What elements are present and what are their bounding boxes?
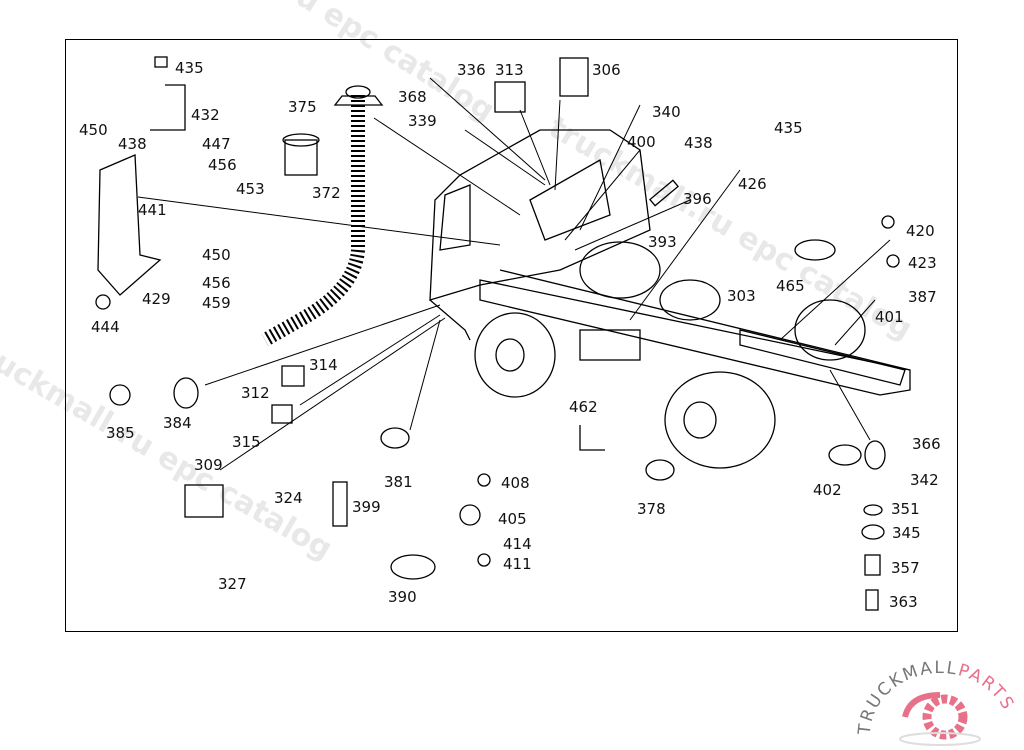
part-label-381[interactable]: 381 [384, 473, 413, 491]
part-label-340[interactable]: 340 [652, 103, 681, 121]
part-label-456[interactable]: 456 [202, 274, 231, 292]
part-label-411[interactable]: 411 [503, 555, 532, 573]
part-label-303[interactable]: 303 [727, 287, 756, 305]
part-label-399[interactable]: 399 [352, 498, 381, 516]
leader-lines [137, 77, 891, 471]
part-label-465[interactable]: 465 [776, 277, 805, 295]
part-label-423[interactable]: 423 [908, 254, 937, 272]
part-label-450[interactable]: 450 [202, 246, 231, 264]
part-label-441[interactable]: 441 [138, 201, 167, 219]
part-label-456[interactable]: 456 [208, 156, 237, 174]
part-label-306[interactable]: 306 [592, 61, 621, 79]
corrugated-hose-372 [261, 85, 384, 347]
part-label-312[interactable]: 312 [241, 384, 270, 402]
part-label-405[interactable]: 405 [498, 510, 527, 528]
part-label-390[interactable]: 390 [388, 588, 417, 606]
part-label-401[interactable]: 401 [875, 308, 904, 326]
part-label-396[interactable]: 396 [683, 190, 712, 208]
part-label-357[interactable]: 357 [891, 559, 920, 577]
part-label-438[interactable]: 438 [684, 134, 713, 152]
truck-cab [429, 129, 651, 341]
part-label-462[interactable]: 462 [569, 398, 598, 416]
part-label-414[interactable]: 414 [503, 535, 532, 553]
part-label-351[interactable]: 351 [891, 500, 920, 518]
part-label-444[interactable]: 444 [91, 318, 120, 336]
part-label-384[interactable]: 384 [163, 414, 192, 432]
part-label-313[interactable]: 313 [495, 61, 524, 79]
part-label-387[interactable]: 387 [908, 288, 937, 306]
part-label-450[interactable]: 450 [79, 121, 108, 139]
part-label-327[interactable]: 327 [218, 575, 247, 593]
part-label-372[interactable]: 372 [312, 184, 341, 202]
part-label-435[interactable]: 435 [774, 119, 803, 137]
part-label-385[interactable]: 385 [106, 424, 135, 442]
part-label-393[interactable]: 393 [648, 233, 677, 251]
part-label-426[interactable]: 426 [738, 175, 767, 193]
part-label-345[interactable]: 345 [892, 524, 921, 542]
part-label-459[interactable]: 459 [202, 294, 231, 312]
part-label-453[interactable]: 453 [236, 180, 265, 198]
part-label-363[interactable]: 363 [889, 593, 918, 611]
part-label-375[interactable]: 375 [288, 98, 317, 116]
part-label-366[interactable]: 366 [912, 435, 941, 453]
part-label-314[interactable]: 314 [309, 356, 338, 374]
part-label-420[interactable]: 420 [906, 222, 935, 240]
part-label-447[interactable]: 447 [202, 135, 231, 153]
small-parts [95, 56, 900, 611]
part-label-400[interactable]: 400 [627, 133, 656, 151]
part-label-438[interactable]: 438 [118, 135, 147, 153]
part-label-408[interactable]: 408 [501, 474, 530, 492]
part-label-368[interactable]: 368 [398, 88, 427, 106]
part-label-309[interactable]: 309 [194, 456, 223, 474]
part-label-339[interactable]: 339 [408, 112, 437, 130]
part-label-402[interactable]: 402 [813, 481, 842, 499]
part-label-378[interactable]: 378 [637, 500, 666, 518]
truckmallparts-logo: TRUCKMALLPARTS [855, 658, 1016, 746]
part-label-342[interactable]: 342 [910, 471, 939, 489]
chassis-frame [479, 269, 911, 396]
part-label-315[interactable]: 315 [232, 433, 261, 451]
part-label-435[interactable]: 435 [175, 59, 204, 77]
part-label-432[interactable]: 432 [191, 106, 220, 124]
part-label-336[interactable]: 336 [457, 61, 486, 79]
part-label-429[interactable]: 429 [142, 290, 171, 308]
diagram-frame [65, 39, 958, 632]
part-label-324[interactable]: 324 [274, 489, 303, 507]
wheels [474, 241, 866, 469]
